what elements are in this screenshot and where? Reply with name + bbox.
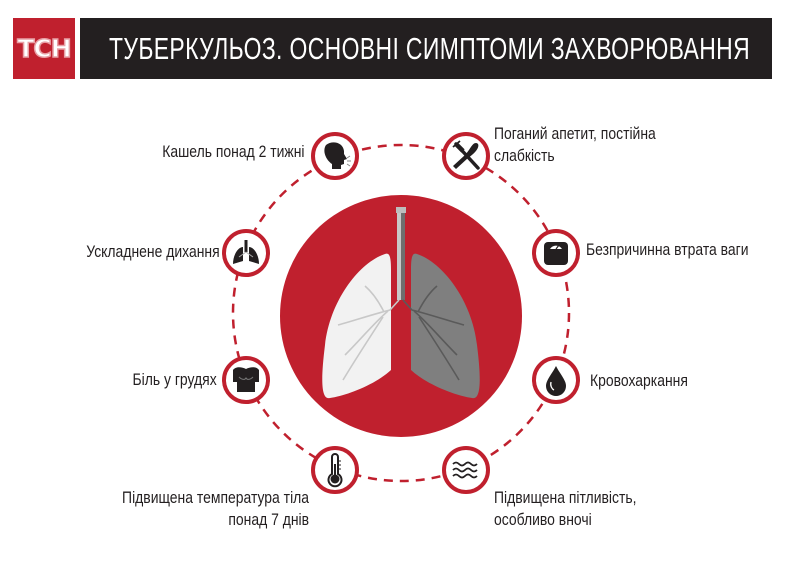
label-fever: Підвищена температура тіла понад 7 днів [122,487,309,531]
label-sweat: Підвищена пітливість, особливо вночі [494,487,636,531]
label-weight: Безпричинна втрата ваги [586,239,749,261]
dashed-ring [231,143,571,483]
label-line-2: слабкість [494,146,555,165]
label-line-2: понад 7 днів [228,510,309,529]
label-text: Безпричинна втрата ваги [586,240,749,259]
sweat-waves-icon [452,461,478,479]
label-text: Кровохаркання [590,371,688,390]
symptom-sweat-icon-circle [442,446,490,494]
lungs-icon [233,240,259,264]
center-lungs-graphic [280,195,522,437]
logo-text: ТСН [17,33,73,64]
symptom-fever-icon-circle [311,446,359,494]
label-line-1: Підвищена температура тіла [121,488,309,507]
symptom-weight-icon-circle [532,229,580,277]
symptom-breathing-icon-circle [222,229,270,277]
symptom-appetite-icon-circle [442,132,490,180]
label-text: Кашель понад 2 тижні [162,142,305,161]
coughing-head-icon [324,142,347,169]
label-line-1: Поганий апетит, постійна [494,124,656,143]
label-cough: Кашель понад 2 тижні [163,141,305,163]
scale-icon [544,242,568,265]
diseased-lung [411,253,480,399]
label-line-2: особливо вночі [494,510,592,529]
page-title: ТУБЕРКУЛЬОЗ. ОСНОВНІ СИМПТОМИ ЗАХВОРЮВАН… [109,30,751,66]
thermometer-icon [327,453,343,488]
fork-knife-icon [452,140,480,170]
label-appetite: Поганий апетит, постійна слабкість [494,123,656,167]
symptom-chest-icon-circle [222,356,270,404]
torso-icon [233,367,259,392]
healthy-lung [322,253,391,399]
title-bar: ТУБЕРКУЛЬОЗ. ОСНОВНІ СИМПТОМИ ЗАХВОРЮВАН… [80,18,772,79]
label-chest: Біль у грудях [133,369,217,391]
symptom-cough-icon-circle [311,132,359,180]
symptom-blood-icon-circle [532,356,580,404]
label-blood: Кровохаркання [590,370,688,392]
label-text: Ускладнене дихання [86,242,220,261]
label-breathing: Ускладнене дихання [87,241,220,263]
label-line-1: Підвищена пітливість, [494,488,637,507]
tsn-logo: ТСН [13,18,75,79]
label-text: Біль у грудях [132,370,217,389]
blood-drop-icon [546,366,566,396]
